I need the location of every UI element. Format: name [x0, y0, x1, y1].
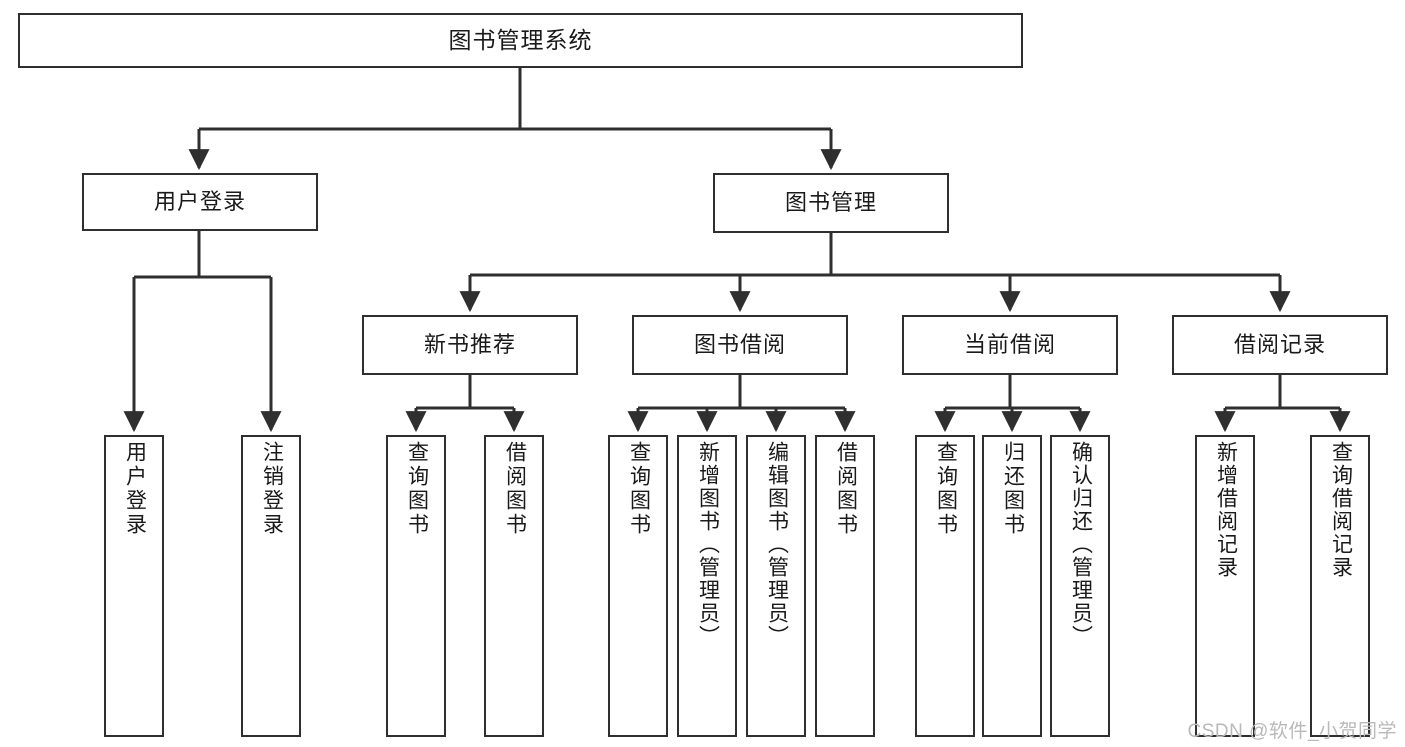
leaf-label: 借阅图书 [503, 441, 527, 537]
node-user-login[interactable]: 用户登录 [82, 173, 318, 231]
node-borrow-record-label: 借阅记录 [1233, 331, 1326, 357]
leaf-new-book-borrow[interactable]: 借阅图书 [484, 435, 544, 737]
leaf-label: 注销登录 [260, 441, 284, 537]
leaf-label: 查询借阅记录 [1329, 441, 1353, 579]
leaf-label: 确认归还（管理员） [1069, 441, 1093, 648]
node-borrow-record[interactable]: 借阅记录 [1172, 315, 1388, 375]
leaf-new-book-query[interactable]: 查询图书 [386, 435, 446, 737]
node-new-book-recommend[interactable]: 新书推荐 [362, 315, 578, 375]
node-book-management-label: 图书管理 [784, 189, 877, 215]
leaf-label: 编辑图书（管理员） [765, 441, 789, 648]
leaf-label: 借阅图书 [834, 441, 858, 537]
leaf-current-borrow-query[interactable]: 查询图书 [915, 435, 975, 737]
leaf-current-borrow-return[interactable]: 归还图书 [982, 435, 1042, 737]
leaf-borrow-record-query[interactable]: 查询借阅记录 [1310, 435, 1370, 737]
leaf-user-login-logout[interactable]: 注销登录 [241, 435, 301, 737]
leaf-label: 归还图书 [1001, 441, 1025, 537]
node-current-borrow-label: 当前借阅 [963, 331, 1056, 357]
leaf-book-borrow-edit[interactable]: 编辑图书（管理员） [746, 435, 806, 737]
node-current-borrow[interactable]: 当前借阅 [902, 315, 1118, 375]
leaf-current-borrow-confirm-return[interactable]: 确认归还（管理员） [1050, 435, 1110, 737]
node-book-management[interactable]: 图书管理 [713, 173, 949, 233]
leaf-user-login-login[interactable]: 用户登录 [104, 435, 164, 737]
leaf-book-borrow-query[interactable]: 查询图书 [608, 435, 668, 737]
node-book-borrow-label: 图书借阅 [693, 331, 786, 357]
leaf-book-borrow-add[interactable]: 新增图书（管理员） [677, 435, 737, 737]
node-root[interactable]: 图书管理系统 [18, 13, 1023, 68]
leaf-book-borrow-borrow[interactable]: 借阅图书 [815, 435, 875, 737]
node-root-label: 图书管理系统 [448, 26, 593, 53]
watermark: CSDN @软件_小贺同学 [1187, 721, 1397, 742]
node-user-login-label: 用户登录 [153, 188, 246, 214]
leaf-label: 新增借阅记录 [1214, 441, 1238, 579]
leaf-label: 查询图书 [934, 441, 958, 537]
leaf-borrow-record-add[interactable]: 新增借阅记录 [1195, 435, 1255, 737]
leaf-label: 查询图书 [405, 441, 429, 537]
node-book-borrow[interactable]: 图书借阅 [632, 315, 848, 375]
leaf-label: 查询图书 [627, 441, 651, 537]
leaf-label: 新增图书（管理员） [696, 441, 720, 648]
leaf-label: 用户登录 [123, 441, 147, 537]
node-new-book-recommend-label: 新书推荐 [423, 331, 516, 357]
